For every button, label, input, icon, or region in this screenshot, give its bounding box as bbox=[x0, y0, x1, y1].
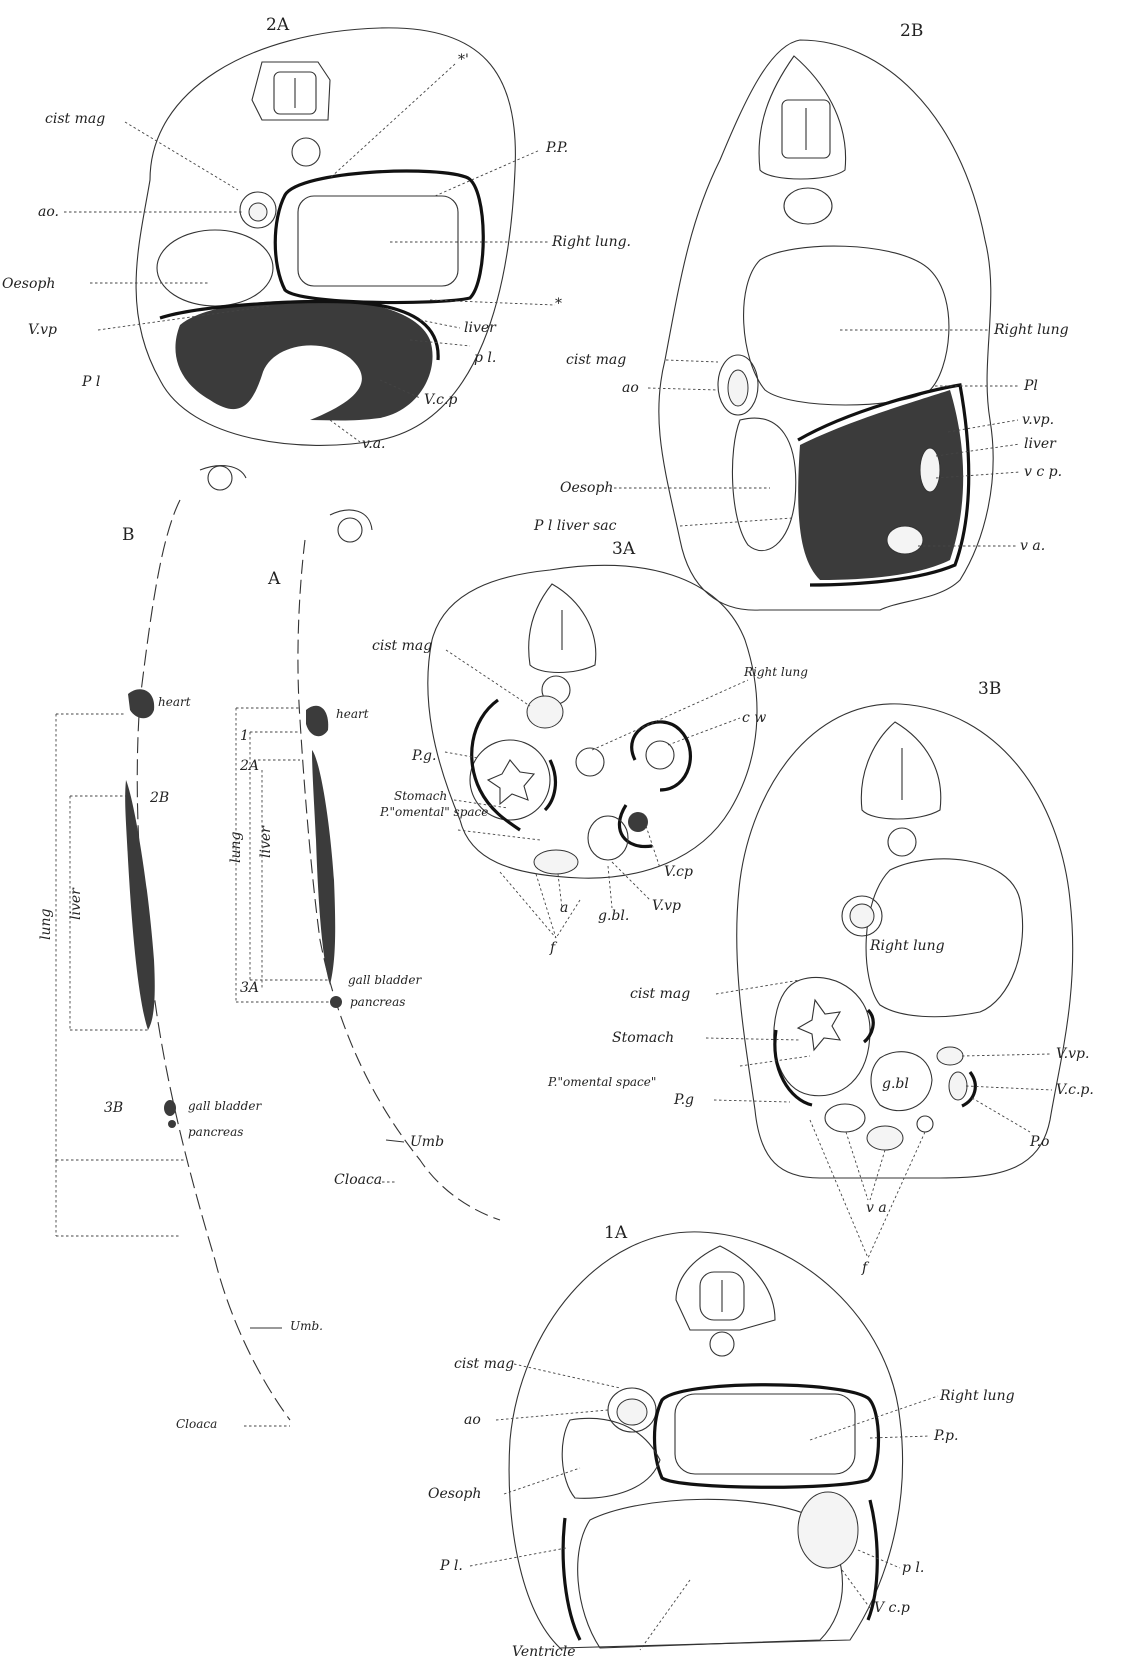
label-oesoph: Oesoph bbox=[2, 276, 55, 292]
label-cist-mag-2b: cist mag bbox=[566, 352, 626, 368]
label-ao-2b: ao bbox=[622, 380, 639, 396]
label-f-3a: f bbox=[549, 940, 558, 956]
label-heart-a: heart bbox=[336, 707, 369, 721]
embryo-a: A heart 1 2A lung liver gall bladder 3A … bbox=[228, 510, 500, 1220]
label-p-l: P l bbox=[81, 374, 100, 390]
figure-3b-title: 3B bbox=[978, 679, 1001, 699]
label-v-a: v.a. bbox=[362, 436, 386, 452]
label-p-g-3b: P.g bbox=[673, 1092, 694, 1108]
label-liver-a: liver bbox=[258, 825, 274, 858]
label-heart-b: heart bbox=[158, 695, 191, 709]
label-cist-mag: cist mag bbox=[45, 111, 105, 127]
label-v-vp-3b: V.vp. bbox=[1056, 1046, 1089, 1062]
label-asterisk-prime: *' bbox=[458, 52, 469, 68]
label-p-o-3b: P.o bbox=[1029, 1134, 1049, 1150]
label-p-p: P.P. bbox=[545, 140, 568, 156]
label-g-bl-3b: g.bl bbox=[882, 1076, 909, 1092]
label-lung-b: lung bbox=[38, 908, 54, 940]
label-asterisk: * bbox=[555, 296, 562, 312]
label-cloaca-a: Cloaca bbox=[334, 1172, 382, 1188]
label-p-l-2: p l. bbox=[474, 350, 496, 366]
label-right-lung-3a: Right lung bbox=[743, 665, 808, 679]
label-umb-b: Umb. bbox=[290, 1319, 323, 1333]
label-ao-1a: ao bbox=[464, 1412, 481, 1428]
label-v-cp-1a: V c.p bbox=[874, 1600, 910, 1616]
label-ao: ao. bbox=[38, 204, 59, 220]
label-v-cp-3a: V.cp bbox=[664, 864, 693, 880]
label-g-bl-3a: g.bl. bbox=[598, 908, 629, 924]
label-stomach-3b: Stomach bbox=[612, 1030, 674, 1046]
label-p-l-liver-sac: P l liver sac bbox=[533, 518, 617, 534]
label-oesoph-2b: Oesoph bbox=[560, 480, 613, 496]
label-v-vp: V.vp bbox=[28, 322, 57, 338]
label-cist-mag-1a: cist mag bbox=[454, 1356, 514, 1372]
figure-1a: 1A cist mag ao Oesoph Right lung P.p. bbox=[428, 1223, 1015, 1660]
embryo-b: B heart 2B lung liver 3B gall bladder pa… bbox=[38, 466, 323, 1431]
figure-1a-title: 1A bbox=[604, 1223, 628, 1243]
label-cist-mag-3b: cist mag bbox=[630, 986, 690, 1002]
figure-2a: 2A cist mag ao. Oesoph V.vp P bbox=[2, 15, 631, 452]
label-section-3b: 3B bbox=[104, 1100, 123, 1116]
label-right-lung-2b: Right lung bbox=[993, 322, 1069, 338]
label-liver: liver bbox=[464, 320, 497, 336]
label-v-a-3b: v a bbox=[866, 1200, 887, 1216]
label-section-2a: 2A bbox=[239, 758, 259, 774]
label-v-vp-2b: v.vp. bbox=[1022, 412, 1054, 428]
label-right-lung-1a: Right lung bbox=[939, 1388, 1015, 1404]
label-v-c-p: V.c.p bbox=[424, 392, 457, 408]
label-v-a-2b: v a. bbox=[1020, 538, 1045, 554]
label-gall-bladder-a: gall bladder bbox=[348, 973, 422, 987]
label-liver-b: liver bbox=[68, 887, 84, 920]
figure-2a-title: 2A bbox=[266, 15, 290, 35]
label-omental-space-3b: P."omental space" bbox=[547, 1075, 656, 1089]
figure-2b: 2B Right lung cist mag ao Pl v.vp. liver bbox=[533, 21, 1069, 610]
label-p-g-3a: P.g. bbox=[411, 748, 436, 764]
label-f-3b: f bbox=[861, 1260, 870, 1276]
label-stomach-3a: Stomach bbox=[394, 789, 447, 803]
label-omental-space-3a: P."omental" space bbox=[379, 805, 488, 819]
label-p-l-1a: P l. bbox=[439, 1558, 463, 1574]
label-v-c-p-2b: v c p. bbox=[1024, 464, 1062, 480]
label-cloaca-b: Cloaca bbox=[176, 1417, 217, 1431]
figure-3b: 3B Right lung cist mag bbox=[547, 679, 1094, 1276]
label-a-3a: a bbox=[560, 900, 568, 916]
figure-3a-title: 3A bbox=[612, 539, 636, 559]
label-gall-bladder-b: gall bladder bbox=[188, 1099, 262, 1113]
label-right-lung: Right lung. bbox=[551, 234, 631, 250]
label-ventricle-1a: Ventricle bbox=[512, 1644, 576, 1660]
label-oesoph-1a: Oesoph bbox=[428, 1486, 481, 1502]
label-cw-3a: c w bbox=[742, 710, 766, 726]
label-pancreas-a: pancreas bbox=[350, 995, 405, 1009]
label-v-vp-3a: V.vp bbox=[652, 898, 681, 914]
figure-2b-title: 2B bbox=[900, 21, 923, 41]
embryo-a-title: A bbox=[267, 569, 281, 589]
label-umb-a: Umb bbox=[410, 1134, 444, 1150]
figure-3a: 3A cist mag Right lung c w bbox=[372, 539, 808, 956]
label-right-lung-3b: Right lung bbox=[869, 938, 945, 954]
label-v-cp-3b: V.c.p. bbox=[1056, 1082, 1094, 1098]
label-section-3a: 3A bbox=[240, 980, 259, 996]
label-cist-mag-3a: cist mag bbox=[372, 638, 432, 654]
label-lung-a: lung bbox=[228, 831, 244, 863]
embryo-b-title: B bbox=[122, 525, 135, 545]
label-pl-2b: Pl bbox=[1023, 378, 1038, 394]
label-liver-2b: liver bbox=[1024, 436, 1057, 452]
label-p-p-1a: P.p. bbox=[933, 1428, 958, 1444]
label-section-1: 1 bbox=[240, 728, 249, 744]
label-p-l2-1a: p l. bbox=[902, 1560, 924, 1576]
label-section-2b: 2B bbox=[149, 790, 169, 806]
label-pancreas-b: pancreas bbox=[188, 1125, 243, 1139]
